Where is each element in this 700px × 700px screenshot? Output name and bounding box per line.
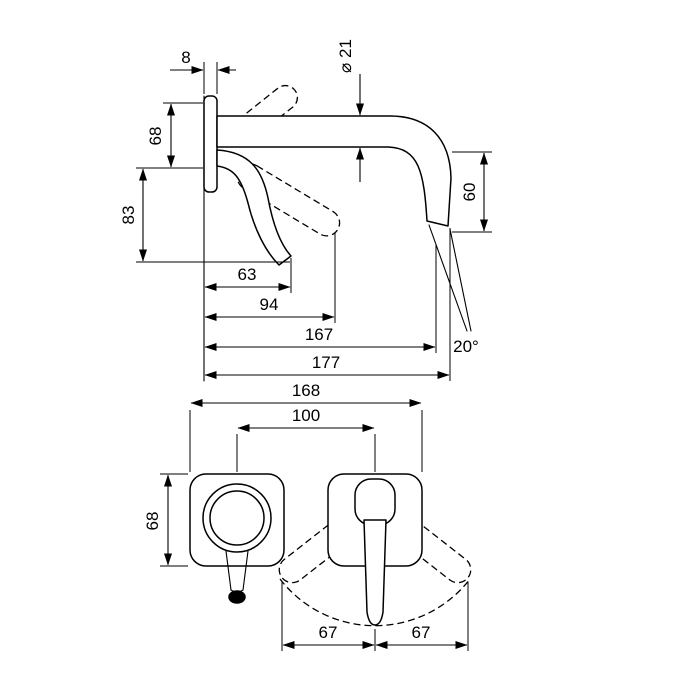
water-jet-line: [449, 228, 472, 332]
dim-label-100: 100: [292, 406, 320, 425]
dim-reach-handle: 63: [204, 258, 292, 293]
dim-escutcheon-height-front: 68: [143, 473, 188, 567]
dim-label-diameter-21: ⌀ 21: [336, 39, 355, 73]
dim-reach-handle-open: 94: [204, 233, 336, 323]
dim-outlet-drop: 60: [452, 151, 492, 233]
dim-label-68-front: 68: [143, 512, 162, 531]
handle-dashed-open: [236, 163, 341, 237]
lever-pivot-front: [354, 478, 396, 526]
dim-lever-swing: 67 67: [281, 582, 469, 651]
spout-aerator: [228, 590, 246, 604]
dim-label-63: 63: [238, 265, 257, 284]
lever-front: [363, 519, 387, 626]
dim-handle-height: 83: [119, 168, 290, 263]
dim-label-168: 168: [292, 381, 320, 400]
dim-spout-diameter: ⌀ 21: [336, 39, 364, 182]
spout-front-edge: [225, 550, 232, 591]
dim-reach-outlet: 167: [204, 245, 437, 353]
dim-label-angle-20: 20°: [453, 337, 479, 356]
dim-label-68-side: 68: [146, 127, 165, 146]
dim-escutcheon-height-side: 68: [136, 102, 203, 169]
dim-label-177: 177: [312, 353, 340, 372]
water-jet-line: [428, 224, 468, 332]
dim-label-167: 167: [305, 325, 333, 344]
dim-overall-width: 168: [189, 381, 423, 472]
dim-label-67-left: 67: [319, 623, 338, 642]
dim-label-94: 94: [260, 295, 279, 314]
spout-base-inner-circle: [209, 490, 265, 546]
dim-label-60: 60: [460, 183, 479, 202]
dim-center-distance: 100: [236, 406, 376, 472]
dim-label-8: 8: [181, 48, 190, 67]
lever-swing-arc: [279, 578, 471, 627]
escutcheon-side: [203, 95, 218, 193]
front-view: 168 100 68 67 67: [143, 381, 472, 651]
dim-label-67-right: 67: [412, 623, 431, 642]
dim-reach-total: 177: [204, 228, 451, 381]
handle-side: [216, 149, 292, 266]
dim-label-83: 83: [119, 206, 138, 225]
dim-plate-thickness: 8: [170, 48, 236, 94]
side-view: 8 68 83 ⌀ 21 60: [119, 39, 492, 382]
spout-front-edge: [242, 550, 249, 591]
spout-side: [216, 115, 452, 227]
